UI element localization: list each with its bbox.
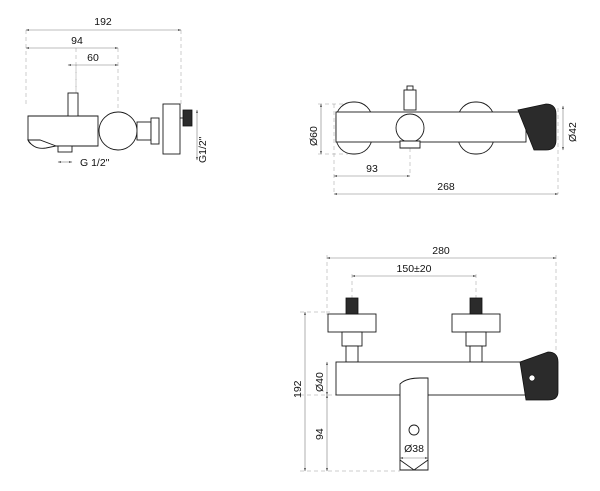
top-dim-dia-left: Ø60 [308,126,320,146]
side-top-knob [67,92,79,117]
front-dim-spout-height: 94 [314,428,326,440]
front-view: 280 150±20 192 Ø40 94 Ø38 [292,245,559,472]
front-left-nut [341,331,363,347]
side-handle-disc [98,111,138,151]
side-dim-thread-side: G1/2" [197,136,209,163]
front-dim-total: 280 [432,245,450,257]
front-spout-tip [399,459,429,471]
front-body-bar [335,361,527,396]
front-spout-hole [408,424,420,436]
side-spout-lip [27,139,58,149]
side-dim-width: 192 [94,16,112,28]
front-left-inlet [345,297,359,315]
top-handle-circle [395,113,425,143]
side-outlet [57,145,73,153]
top-knob-cap [406,85,414,91]
front-dim-height: 192 [292,380,304,398]
top-grip [517,103,557,151]
front-right-inlet [469,297,483,315]
side-wall-plate [162,103,181,155]
side-nut [136,121,152,141]
front-spout [399,377,429,471]
side-view: 192 94 60 G 1/2" G1/2" [25,16,209,169]
side-dim-spout: 60 [87,52,99,64]
front-left-plate [327,313,377,333]
front-grip-dot [528,374,536,382]
top-body-bar [335,111,527,143]
front-grip [519,351,559,401]
top-outlet [399,140,421,149]
top-dim-offset: 93 [366,163,378,175]
top-dim-dia-right: Ø42 [567,122,579,142]
front-dim-spout-dia: Ø38 [404,443,424,455]
front-left-stem [345,345,359,363]
top-knob [403,89,417,111]
top-view: Ø60 Ø42 93 268 [308,85,579,196]
side-dim-handle: 94 [71,35,83,47]
front-right-stem [469,345,483,363]
side-dim-thread-bottom: G 1/2" [80,157,110,169]
front-right-plate [451,313,501,333]
front-dim-body-dia: Ø40 [314,372,326,392]
side-nut-ring [150,117,160,145]
side-inlet [182,109,193,127]
top-dim-length: 268 [437,181,455,193]
front-right-nut [465,331,487,347]
front-dim-centers: 150±20 [397,263,432,275]
